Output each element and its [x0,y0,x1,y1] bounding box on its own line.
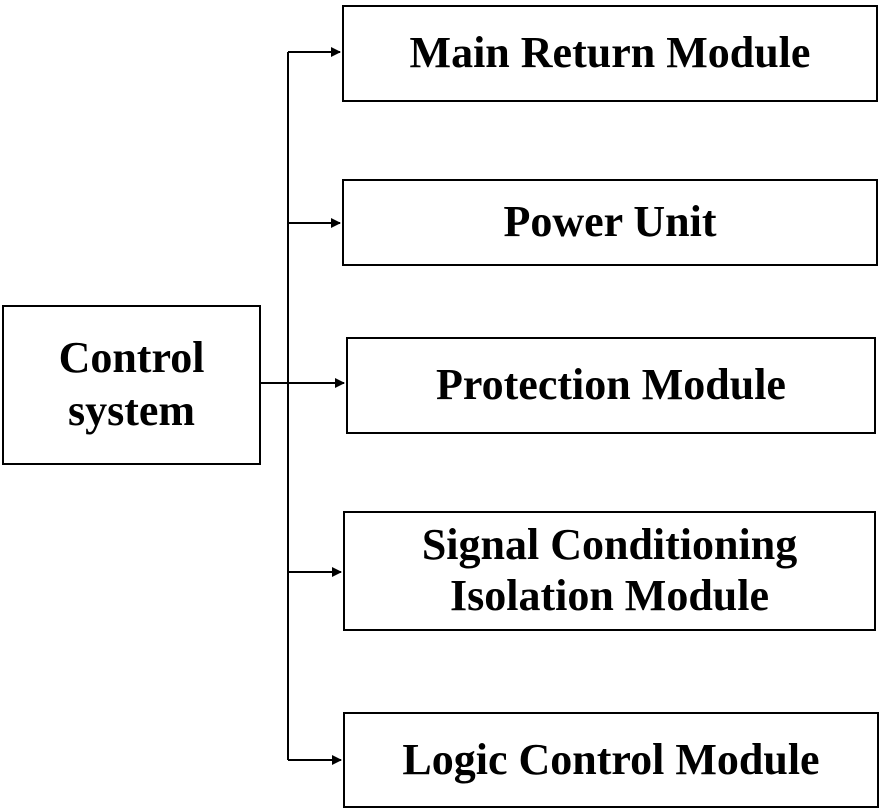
main-return-module-box: Main Return Module [342,5,878,102]
control-system-label-line-2: system [67,386,196,435]
power-unit-label: Power Unit [503,197,717,247]
logic-control-module-box: Logic Control Module [343,712,879,808]
protection-module-label: Protection Module [436,360,786,410]
protection-module-box: Protection Module [346,337,876,434]
logic-control-module-label: Logic Control Module [402,734,820,784]
power-unit-box: Power Unit [342,179,878,266]
control-system-box: Control system [2,305,261,465]
control-system-label-line-1: Control [58,333,205,383]
signal-conditioning-label-line-1: Signal Conditioning [421,520,798,570]
signal-conditioning-label-line-2: Isolation Module [449,571,770,620]
main-return-module-label: Main Return Module [409,28,811,78]
signal-conditioning-isolation-module-box: Signal Conditioning Isolation Module [343,511,876,631]
